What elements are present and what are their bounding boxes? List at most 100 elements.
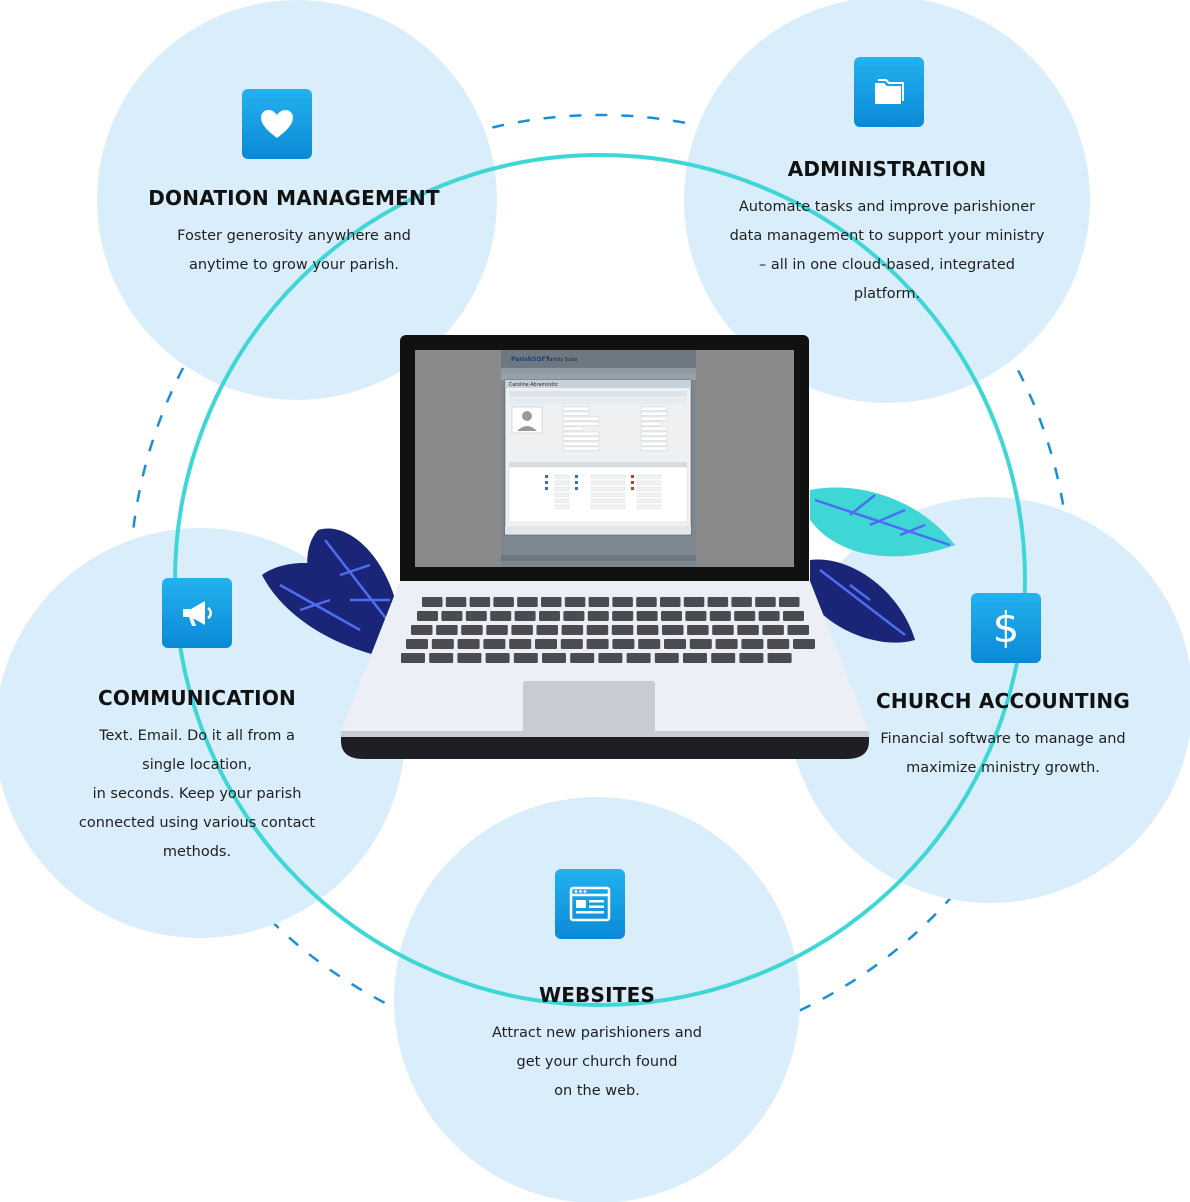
keyboard-key: [483, 639, 506, 649]
keyboard-key: [461, 625, 483, 635]
keyboard-key: [445, 597, 467, 607]
keyboard-key: [737, 625, 759, 635]
folder-icon: [854, 57, 924, 127]
keyboard-key: [598, 653, 623, 663]
keyboard-key: [563, 611, 585, 621]
dollar-icon: $: [971, 593, 1041, 663]
bubble-administration: [684, 0, 1090, 403]
feature-desc-accounting: Financial software to manage and maximiz…: [880, 731, 1126, 776]
leaves-left: [262, 528, 400, 655]
keyboard-key: [612, 639, 635, 649]
keyboard-key: [767, 653, 792, 663]
keyboard-key: [793, 639, 815, 649]
keyboard-key: [431, 639, 454, 649]
keyboard-key: [709, 611, 731, 621]
keyboard-key: [741, 639, 764, 649]
keyboard-key: [787, 625, 809, 635]
keyboard-key: [560, 639, 583, 649]
website-icon: [555, 869, 625, 939]
keyboard-key: [636, 597, 657, 607]
keyboard-key: [685, 611, 707, 621]
keyboard-key: [612, 611, 634, 621]
keyboard-key: [517, 597, 538, 607]
keyboard-key: [422, 597, 443, 607]
keyboard-key: [586, 625, 609, 635]
keyboard-key: [611, 625, 634, 635]
keyboard-key: [514, 611, 536, 621]
keyboard-key: [541, 597, 562, 607]
keyboard-key: [535, 639, 557, 649]
keyboard-key: [767, 639, 790, 649]
keyboard-key: [542, 653, 566, 663]
keyboard-key: [661, 611, 682, 621]
keyboard-key: [762, 625, 784, 635]
keyboard-key: [587, 611, 609, 621]
keyboard-key: [734, 611, 756, 621]
keyboard-key: [485, 653, 510, 663]
keyboard-key: [638, 639, 661, 649]
keyboard-key: [486, 625, 508, 635]
feature-desc-communication: Text. Email. Do it all from a single loc…: [78, 728, 316, 860]
keyboard-key: [539, 611, 560, 621]
laptop-base: [341, 581, 869, 759]
keyboard-key: [712, 625, 734, 635]
keyboard-key: [509, 639, 532, 649]
keyboard-key: [586, 639, 609, 649]
feature-desc-websites: Attract new parishioners and get your ch…: [492, 1025, 702, 1099]
keyboard-key: [755, 597, 776, 607]
feature-desc-donation: Foster generosity anywhere and anytime t…: [177, 228, 411, 273]
keyboard-key: [626, 653, 651, 663]
app-screenshot: ParishSOFT Family Suite Caroline Abramov…: [415, 350, 794, 567]
keyboard-key: [636, 625, 659, 635]
feature-title-administration: ADMINISTRATION: [787, 157, 987, 181]
keyboard-key: [715, 639, 738, 649]
heart-icon: [242, 89, 312, 159]
keyboard-key: [536, 625, 558, 635]
keyboard-key: [683, 597, 705, 607]
feature-title-accounting: CHURCH ACCOUNTING: [876, 689, 1130, 713]
keyboard: [401, 597, 815, 663]
keyboard-key: [513, 653, 538, 663]
keyboard-key: [457, 639, 480, 649]
keyboard-key: [687, 625, 709, 635]
keyboard-key: [441, 611, 463, 621]
svg-text:ParishSOFT: ParishSOFT: [511, 356, 551, 363]
keyboard-key: [662, 625, 684, 635]
keyboard-key: [779, 597, 800, 607]
keyboard-key: [493, 597, 514, 607]
keyboard-key: [457, 653, 482, 663]
keyboard-key: [417, 611, 438, 621]
laptop-screen: ParishSOFT Family Suite Caroline Abramov…: [415, 350, 794, 567]
record-title: Caroline Abramovitz: [509, 382, 558, 388]
trackpad: [523, 681, 655, 733]
keyboard-key: [689, 639, 712, 649]
feature-title-donation: DONATION MANAGEMENT: [148, 186, 440, 210]
keyboard-key: [683, 653, 707, 663]
keyboard-key: [511, 625, 533, 635]
keyboard-key: [564, 597, 586, 607]
keyboard-key: [469, 597, 491, 607]
keyboard-key: [588, 597, 610, 607]
keyboard-key: [612, 597, 633, 607]
keyboard-key: [739, 653, 764, 663]
bubble-donation: [97, 0, 497, 400]
keyboard-key: [570, 653, 595, 663]
keyboard-key: [654, 653, 679, 663]
keyboard-key: [406, 639, 428, 649]
keyboard-key: [465, 611, 487, 621]
leaves-right: [810, 487, 955, 643]
keyboard-key: [660, 597, 681, 607]
keyboard-key: [490, 611, 512, 621]
app-title: Family Suite: [547, 357, 577, 363]
keyboard-key: [707, 597, 729, 607]
keyboard-key: [711, 653, 736, 663]
feature-title-websites: WEBSITES: [538, 983, 656, 1007]
keyboard-key: [401, 653, 425, 663]
keyboard-key: [436, 625, 458, 635]
keyboard-key: [561, 625, 584, 635]
keyboard-key: [758, 611, 780, 621]
keyboard-key: [664, 639, 686, 649]
keyboard-key: [429, 653, 454, 663]
keyboard-key: [636, 611, 658, 621]
